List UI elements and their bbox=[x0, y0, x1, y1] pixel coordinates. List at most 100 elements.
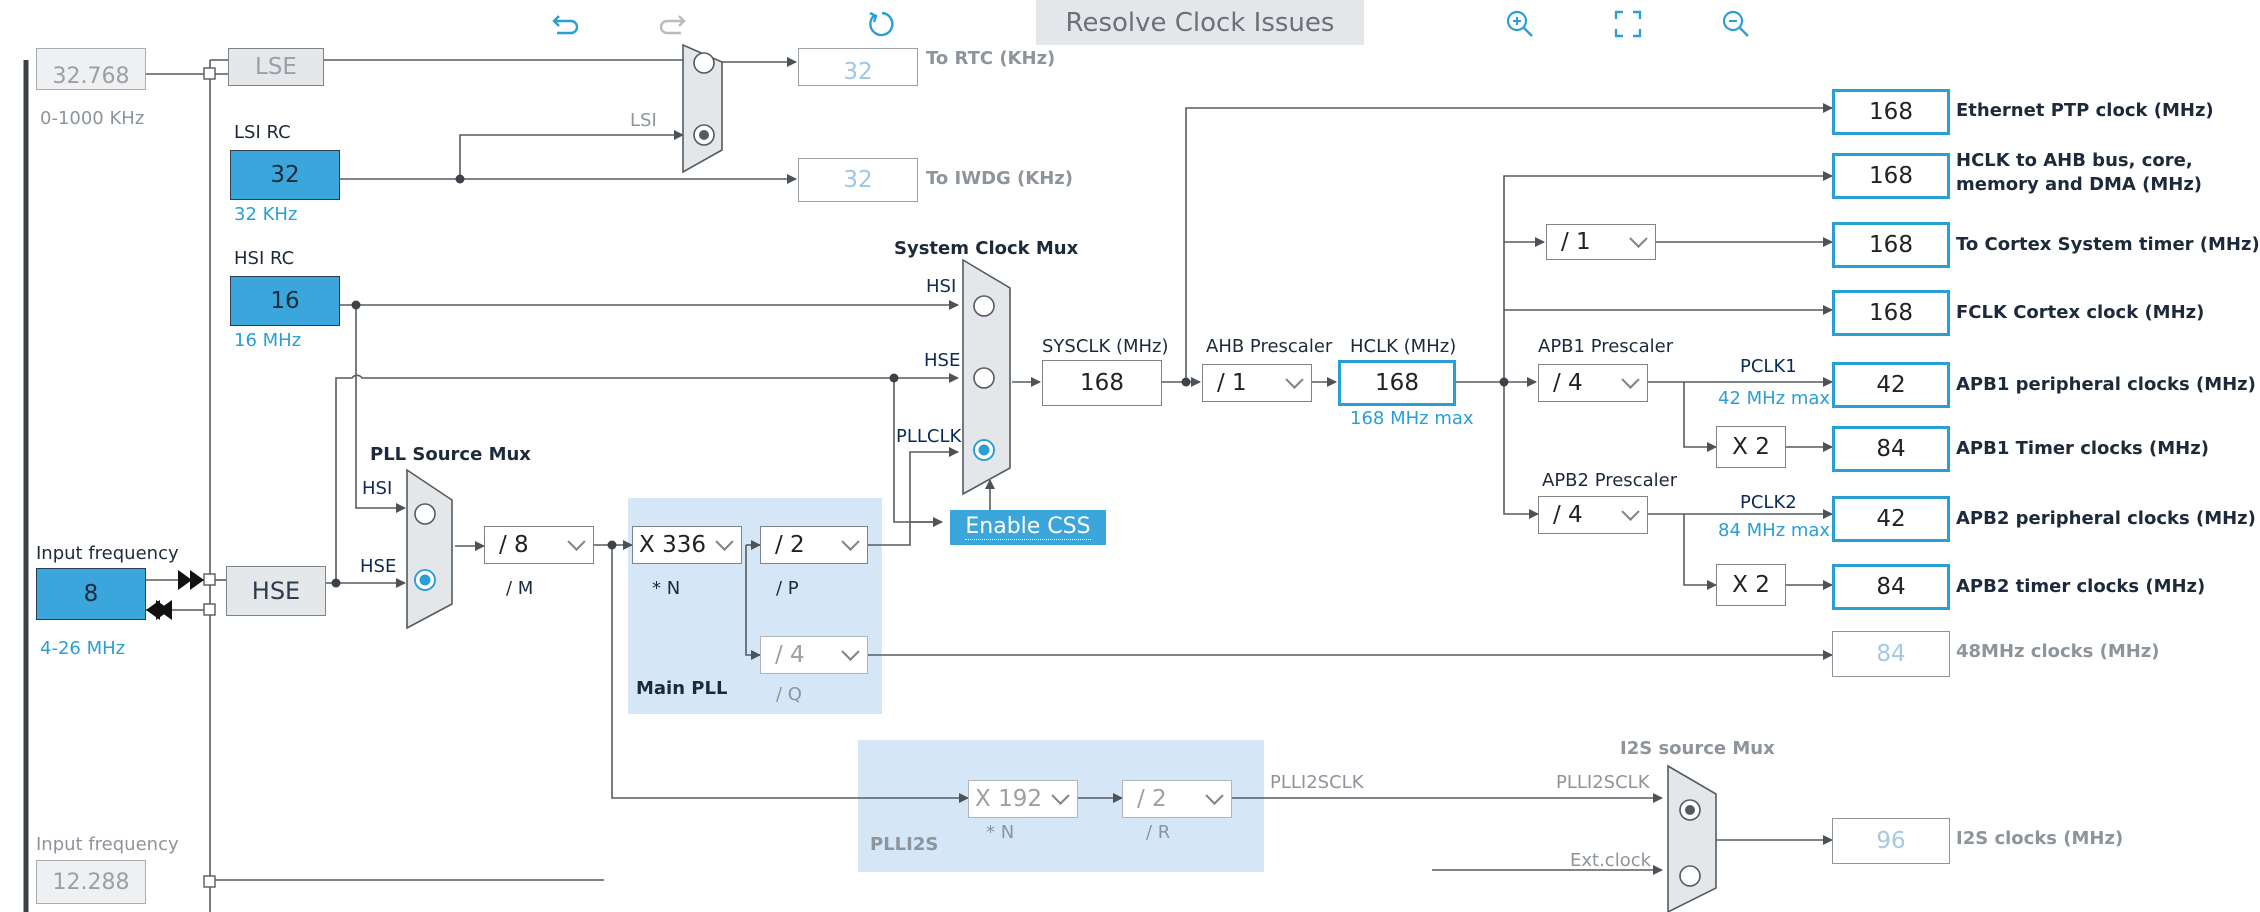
i2s-mux-ext-clock[interactable]: Ext.clock bbox=[1570, 850, 1652, 871]
ext-input-frequency-label: Input frequency bbox=[36, 834, 179, 855]
usb-48mhz-label: 48MHz clocks (MHz) bbox=[1956, 641, 2160, 662]
sysmux-hsi[interactable]: HSI bbox=[926, 276, 957, 297]
chevron-down-icon bbox=[715, 532, 734, 551]
pll-source-hse[interactable]: HSE bbox=[360, 556, 397, 577]
pll-m-label: / M bbox=[506, 578, 534, 599]
lse-range-label: 0-1000 KHz bbox=[40, 108, 145, 129]
pll-n-multiplier-select[interactable]: X 336 bbox=[632, 526, 742, 564]
zoom-out-icon[interactable] bbox=[1716, 4, 1756, 44]
plli2s-n-label: * N bbox=[986, 822, 1015, 843]
pll-p-divider-select[interactable]: / 2 bbox=[760, 526, 868, 564]
pclk1-tag: PCLK1 bbox=[1740, 356, 1797, 377]
apb1-peripheral-label: APB1 peripheral clocks (MHz) bbox=[1956, 374, 2256, 395]
enable-css-button[interactable]: Enable CSS bbox=[950, 510, 1106, 545]
apb2-prescaler-select[interactable]: / 4 bbox=[1538, 496, 1648, 534]
apb2-max: 84 MHz max bbox=[1718, 520, 1831, 541]
apb1-timer-multiplier: X 2 bbox=[1716, 426, 1786, 468]
i2s-clock-label: I2S clocks (MHz) bbox=[1956, 828, 2124, 849]
i2s-clock-value[interactable]: 96 bbox=[1832, 818, 1950, 864]
plli2s-r-label: / R bbox=[1146, 822, 1171, 843]
pll-m-divider-select[interactable]: / 8 bbox=[484, 526, 594, 564]
sysclk-label: SYSCLK (MHz) bbox=[1042, 336, 1169, 357]
hclk-ahb-value[interactable]: 168 bbox=[1832, 153, 1950, 199]
hse-input-frequency[interactable]: 8 bbox=[36, 568, 146, 620]
hclk-max: 168 MHz max bbox=[1350, 408, 1474, 429]
hsi-rc-value: 16 bbox=[230, 276, 340, 326]
hse-input-frequency-label: Input frequency bbox=[36, 543, 179, 564]
hclk-label: HCLK (MHz) bbox=[1350, 336, 1457, 357]
pll-p-label: / P bbox=[776, 578, 799, 599]
i2s-mux-plli2sclk[interactable]: PLLI2SCLK bbox=[1556, 772, 1650, 793]
ahb-prescaler-label: AHB Prescaler bbox=[1206, 336, 1333, 357]
plli2s-n-value: X 192 bbox=[975, 786, 1042, 812]
usb-48mhz-value[interactable]: 84 bbox=[1832, 631, 1950, 677]
lsi-rc-title: LSI RC bbox=[234, 122, 291, 143]
rtc-label: To RTC (KHz) bbox=[926, 48, 1056, 69]
pll-p-value: / 2 bbox=[775, 532, 805, 558]
fclk-cortex-label: FCLK Cortex clock (MHz) bbox=[1956, 302, 2205, 323]
system-clock-mux-title: System Clock Mux bbox=[894, 238, 1079, 259]
plli2s-n-multiplier-select[interactable]: X 192 bbox=[968, 780, 1078, 818]
cortex-system-timer-value[interactable]: 168 bbox=[1832, 222, 1950, 268]
chevron-down-icon bbox=[1285, 370, 1304, 389]
lsi-rc-value: 32 bbox=[230, 150, 340, 200]
lsi-unit: 32 KHz bbox=[234, 204, 298, 225]
pll-n-label: * N bbox=[652, 578, 681, 599]
chevron-down-icon bbox=[1621, 502, 1640, 521]
chevron-down-icon bbox=[1629, 229, 1648, 248]
i2s-source-mux-title: I2S source Mux bbox=[1620, 738, 1775, 759]
lse-source-box: LSE bbox=[228, 48, 324, 86]
lse-frequency-input[interactable]: 32.768 bbox=[36, 48, 146, 90]
apb1-timer-value[interactable]: 84 bbox=[1832, 426, 1950, 472]
chevron-down-icon bbox=[841, 642, 860, 661]
chevron-down-icon bbox=[1051, 786, 1070, 805]
main-pll-title: Main PLL bbox=[636, 678, 728, 699]
apb1-prescaler-label: APB1 Prescaler bbox=[1538, 336, 1674, 357]
fclk-cortex-value[interactable]: 168 bbox=[1832, 290, 1950, 336]
iwdg-value: 32 bbox=[798, 158, 918, 202]
apb2-prescaler-label: APB2 Prescaler bbox=[1542, 470, 1678, 491]
iwdg-label: To IWDG (KHz) bbox=[926, 168, 1073, 189]
sysmux-pllclk[interactable]: PLLCLK bbox=[896, 426, 962, 447]
plli2s-r-divider-select[interactable]: / 2 bbox=[1122, 780, 1232, 818]
apb2-peripheral-value[interactable]: 42 bbox=[1832, 496, 1950, 542]
sysmux-hse[interactable]: HSE bbox=[924, 350, 961, 371]
apb1-prescaler-value: / 4 bbox=[1553, 370, 1583, 396]
plli2sclk-out-tag: PLLI2SCLK bbox=[1270, 772, 1364, 793]
rtc-lsi-tag: LSI bbox=[630, 110, 657, 131]
apb1-prescaler-select[interactable]: / 4 bbox=[1538, 364, 1648, 402]
toolbar: Resolve Clock Issues bbox=[0, 0, 2244, 48]
pclk2-tag: PCLK2 bbox=[1740, 492, 1797, 513]
apb1-peripheral-value[interactable]: 42 bbox=[1832, 362, 1950, 408]
zoom-in-icon[interactable] bbox=[1500, 4, 1540, 44]
ext-input-frequency[interactable]: 12.288 bbox=[36, 860, 146, 904]
hclk-input[interactable]: 168 bbox=[1338, 360, 1456, 406]
ethernet-ptp-clock-value[interactable]: 168 bbox=[1832, 89, 1950, 135]
reset-icon[interactable] bbox=[862, 4, 902, 44]
sysclk-value: 168 bbox=[1042, 360, 1162, 406]
hclk-ahb-label-line1: HCLK to AHB bus, core, bbox=[1956, 150, 2193, 171]
chevron-down-icon bbox=[567, 532, 586, 551]
cortex-timer-divider-select[interactable]: / 1 bbox=[1546, 224, 1656, 260]
cortex-system-timer-label: To Cortex System timer (MHz) bbox=[1956, 234, 2260, 255]
apb2-timer-multiplier: X 2 bbox=[1716, 564, 1786, 606]
apb2-prescaler-value: / 4 bbox=[1553, 502, 1583, 528]
apb1-max: 42 MHz max bbox=[1718, 388, 1831, 409]
apb1-timer-label: APB1 Timer clocks (MHz) bbox=[1956, 438, 2209, 459]
pll-q-divider-select[interactable]: / 4 bbox=[760, 636, 868, 674]
chevron-down-icon bbox=[841, 532, 860, 551]
apb2-timer-value[interactable]: 84 bbox=[1832, 564, 1950, 610]
redo-icon[interactable] bbox=[652, 4, 692, 44]
hclk-ahb-label-line2: memory and DMA (MHz) bbox=[1956, 174, 2203, 195]
ahb-prescaler-select[interactable]: / 1 bbox=[1202, 364, 1312, 402]
apb2-peripheral-label: APB2 peripheral clocks (MHz) bbox=[1956, 508, 2256, 529]
fit-screen-icon[interactable] bbox=[1608, 4, 1648, 44]
resolve-clock-issues-button[interactable]: Resolve Clock Issues bbox=[1036, 0, 1364, 45]
undo-icon[interactable] bbox=[546, 4, 586, 44]
hse-range-label: 4-26 MHz bbox=[40, 638, 126, 659]
pll-n-value: X 336 bbox=[639, 532, 706, 558]
pll-source-hsi[interactable]: HSI bbox=[362, 478, 393, 499]
hsi-rc-title: HSI RC bbox=[234, 248, 295, 269]
ahb-prescaler-value: / 1 bbox=[1217, 370, 1247, 396]
